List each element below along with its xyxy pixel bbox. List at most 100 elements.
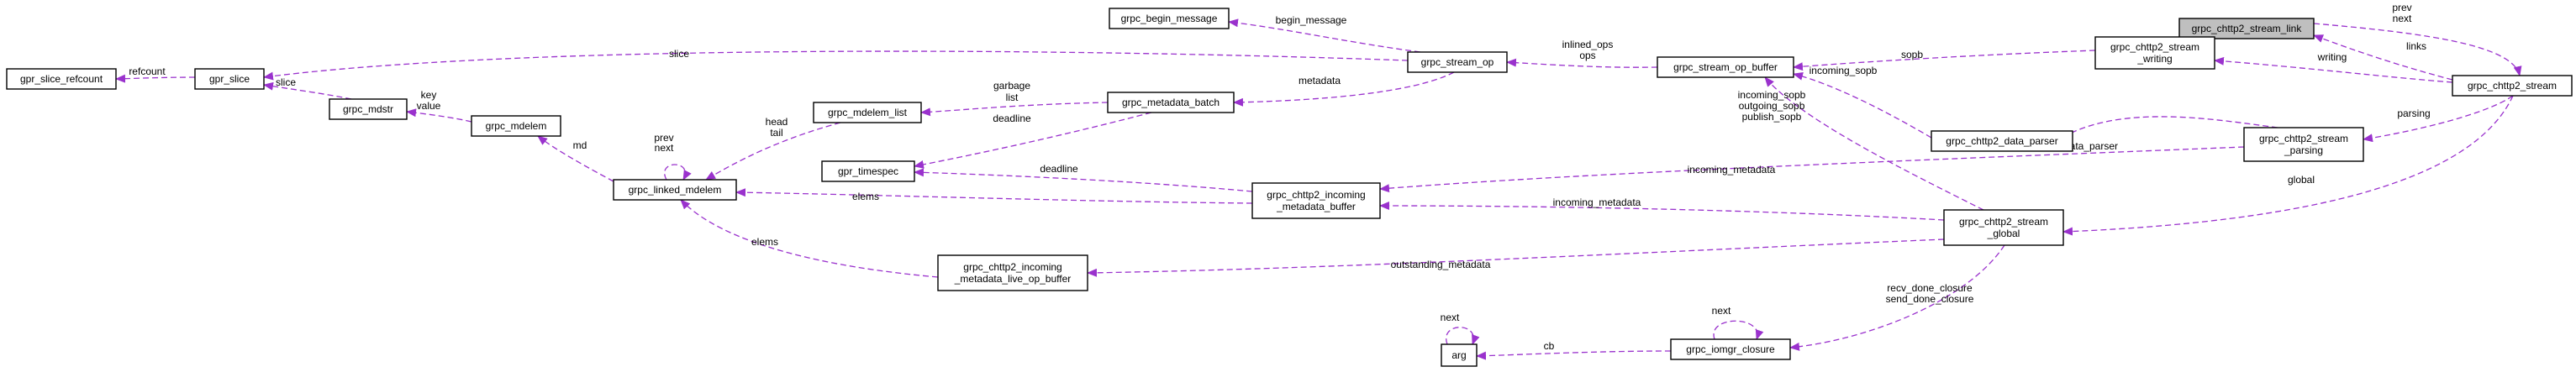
node-label: _parsing [2284,144,2323,156]
node-box[interactable] [1670,338,1791,360]
edge-label: tail [770,127,782,139]
node-grpc-chttp2-data-parser[interactable]: grpc_chttp2_data_parser [1931,130,2073,152]
edge-line [1446,327,1480,345]
edge-label: send_done_closure [1886,293,1974,305]
edge-label: data_parser [2064,140,2118,152]
edge-label: deadline [1040,163,1078,175]
edge-label: slice [669,48,689,60]
edge-label: global [2288,174,2315,186]
node-grpc-chttp2-stream-parsing[interactable]: grpc_chttp2_stream_parsing [2243,127,2364,162]
node-label: grpc_stream_op_buffer [1673,61,1778,73]
node-box[interactable] [1657,56,1794,78]
node-box[interactable] [1441,343,1478,367]
node-grpc-stream-op-buffer[interactable]: grpc_stream_op_buffer [1657,56,1794,78]
node-box[interactable] [613,179,737,201]
node-grpc-chttp2-stream[interactable]: grpc_chttp2_stream [2452,75,2573,97]
node-grpc-chttp2-stream-global[interactable]: grpc_chttp2_stream_global [1943,209,2064,246]
edge-label: head [766,116,788,128]
edge-incoming-sopb: incoming_sopb [1793,65,1932,139]
node-label: arg [1451,349,1466,361]
edge-label: incoming_sopb [1810,65,1878,76]
edge-label: refcount [129,65,166,77]
edge-label: writing [2317,51,2347,63]
node-grpc-begin-message[interactable]: grpc_begin_message [1109,8,1230,29]
node-box[interactable] [1251,182,1381,219]
edge-line [1087,238,1945,277]
edge-line [1713,320,1764,340]
edge-label: incoming_metadata [1553,196,1641,208]
edge-line [406,108,472,123]
node-grpc-mdelem[interactable]: grpc_mdelem [471,115,561,137]
node-label: grpc_chttp2_stream [1959,216,2048,228]
node-box[interactable] [2178,18,2315,39]
node-grpc-chttp2-incoming-metadata-buffer[interactable]: grpc_chttp2_incoming_metadata_buffer [1251,182,1381,219]
edge-line [1793,50,2096,71]
edge-line [537,135,614,182]
node-box[interactable] [6,68,117,90]
edge-label: next [655,142,674,154]
edge-outstanding-metadata: outstanding_metadata [1087,238,1945,277]
node-grpc-stream-op[interactable]: grpc_stream_op [1407,51,1508,73]
node-grpc-mdelem-list[interactable]: grpc_mdelem_list [813,102,922,123]
node-gpr-slice-refcount[interactable]: gpr_slice_refcount [6,68,117,90]
edge-line [1228,18,1421,53]
node-box[interactable] [1931,130,2073,152]
node-box[interactable] [1109,8,1230,29]
edge-mdstr-slice: slice [263,76,352,100]
node-arg[interactable]: arg [1441,343,1478,367]
edge-label: next [1441,312,1460,323]
node-box[interactable] [813,102,922,123]
node-grpc-chttp2-incoming-metadata-live-op-buffer[interactable]: grpc_chttp2_incoming_metadata_live_op_bu… [937,254,1088,291]
node-gpr-slice[interactable]: gpr_slice [194,68,265,90]
edge-label: links [2406,40,2426,52]
node-box[interactable] [821,160,915,182]
edge-line [2062,95,2514,236]
node-box[interactable] [329,98,408,120]
node-gpr-timespec[interactable]: gpr_timespec [821,160,915,182]
node-box[interactable] [1107,92,1235,113]
edge-line [735,188,1253,204]
node-box[interactable] [194,68,265,90]
node-box[interactable] [1407,51,1508,73]
nodes-layer: grpc_chttp2_stream_linkgrpc_chttp2_strea… [6,8,2573,367]
edge-label: cb [1544,340,1555,352]
edge-line [2313,23,2522,76]
node-grpc-chttp2-stream-writing[interactable]: grpc_chttp2_stream_writing [2094,36,2215,70]
edge-line [1789,244,2005,351]
node-label: _global [1987,228,2020,239]
edge-sopb: sopb [1793,49,2096,71]
node-label: grpc_begin_message [1121,13,1218,24]
edge-elems-buffer: elems [735,188,1253,204]
node-grpc-linked-mdelem[interactable]: grpc_linked_mdelem [613,179,737,201]
node-label: grpc_mdelem [486,120,547,132]
edge-line [1793,71,1932,139]
node-box[interactable] [1943,209,2064,246]
edge-refcount: refcount [115,65,196,83]
edge-line [1379,146,2245,193]
node-box[interactable] [2094,36,2215,70]
edge-label: outstanding_metadata [1391,259,1491,270]
edge-label: metadata [1299,75,1341,86]
node-label: grpc_chttp2_data_parser [1946,135,2057,147]
edge-line [115,74,196,83]
edge-line [263,50,1409,81]
node-box[interactable] [471,115,561,137]
edge-line [2363,95,2514,143]
node-grpc-chttp2-stream-link[interactable]: grpc_chttp2_stream_link [2178,18,2315,39]
edge-arg-self: next [1441,312,1480,345]
node-box[interactable] [937,254,1088,291]
node-box[interactable] [2452,75,2573,97]
node-box[interactable] [2243,127,2364,162]
edge-label: value [417,100,441,112]
edge-label: deadline [993,113,1031,124]
edge-md: md [537,135,614,182]
node-grpc-mdstr[interactable]: grpc_mdstr [329,98,408,120]
node-grpc-metadata-batch[interactable]: grpc_metadata_batch [1107,92,1235,113]
edge-line [914,112,1152,169]
node-grpc-iomgr-closure[interactable]: grpc_iomgr_closure [1670,338,1791,360]
edge-label: next [1712,305,1731,317]
